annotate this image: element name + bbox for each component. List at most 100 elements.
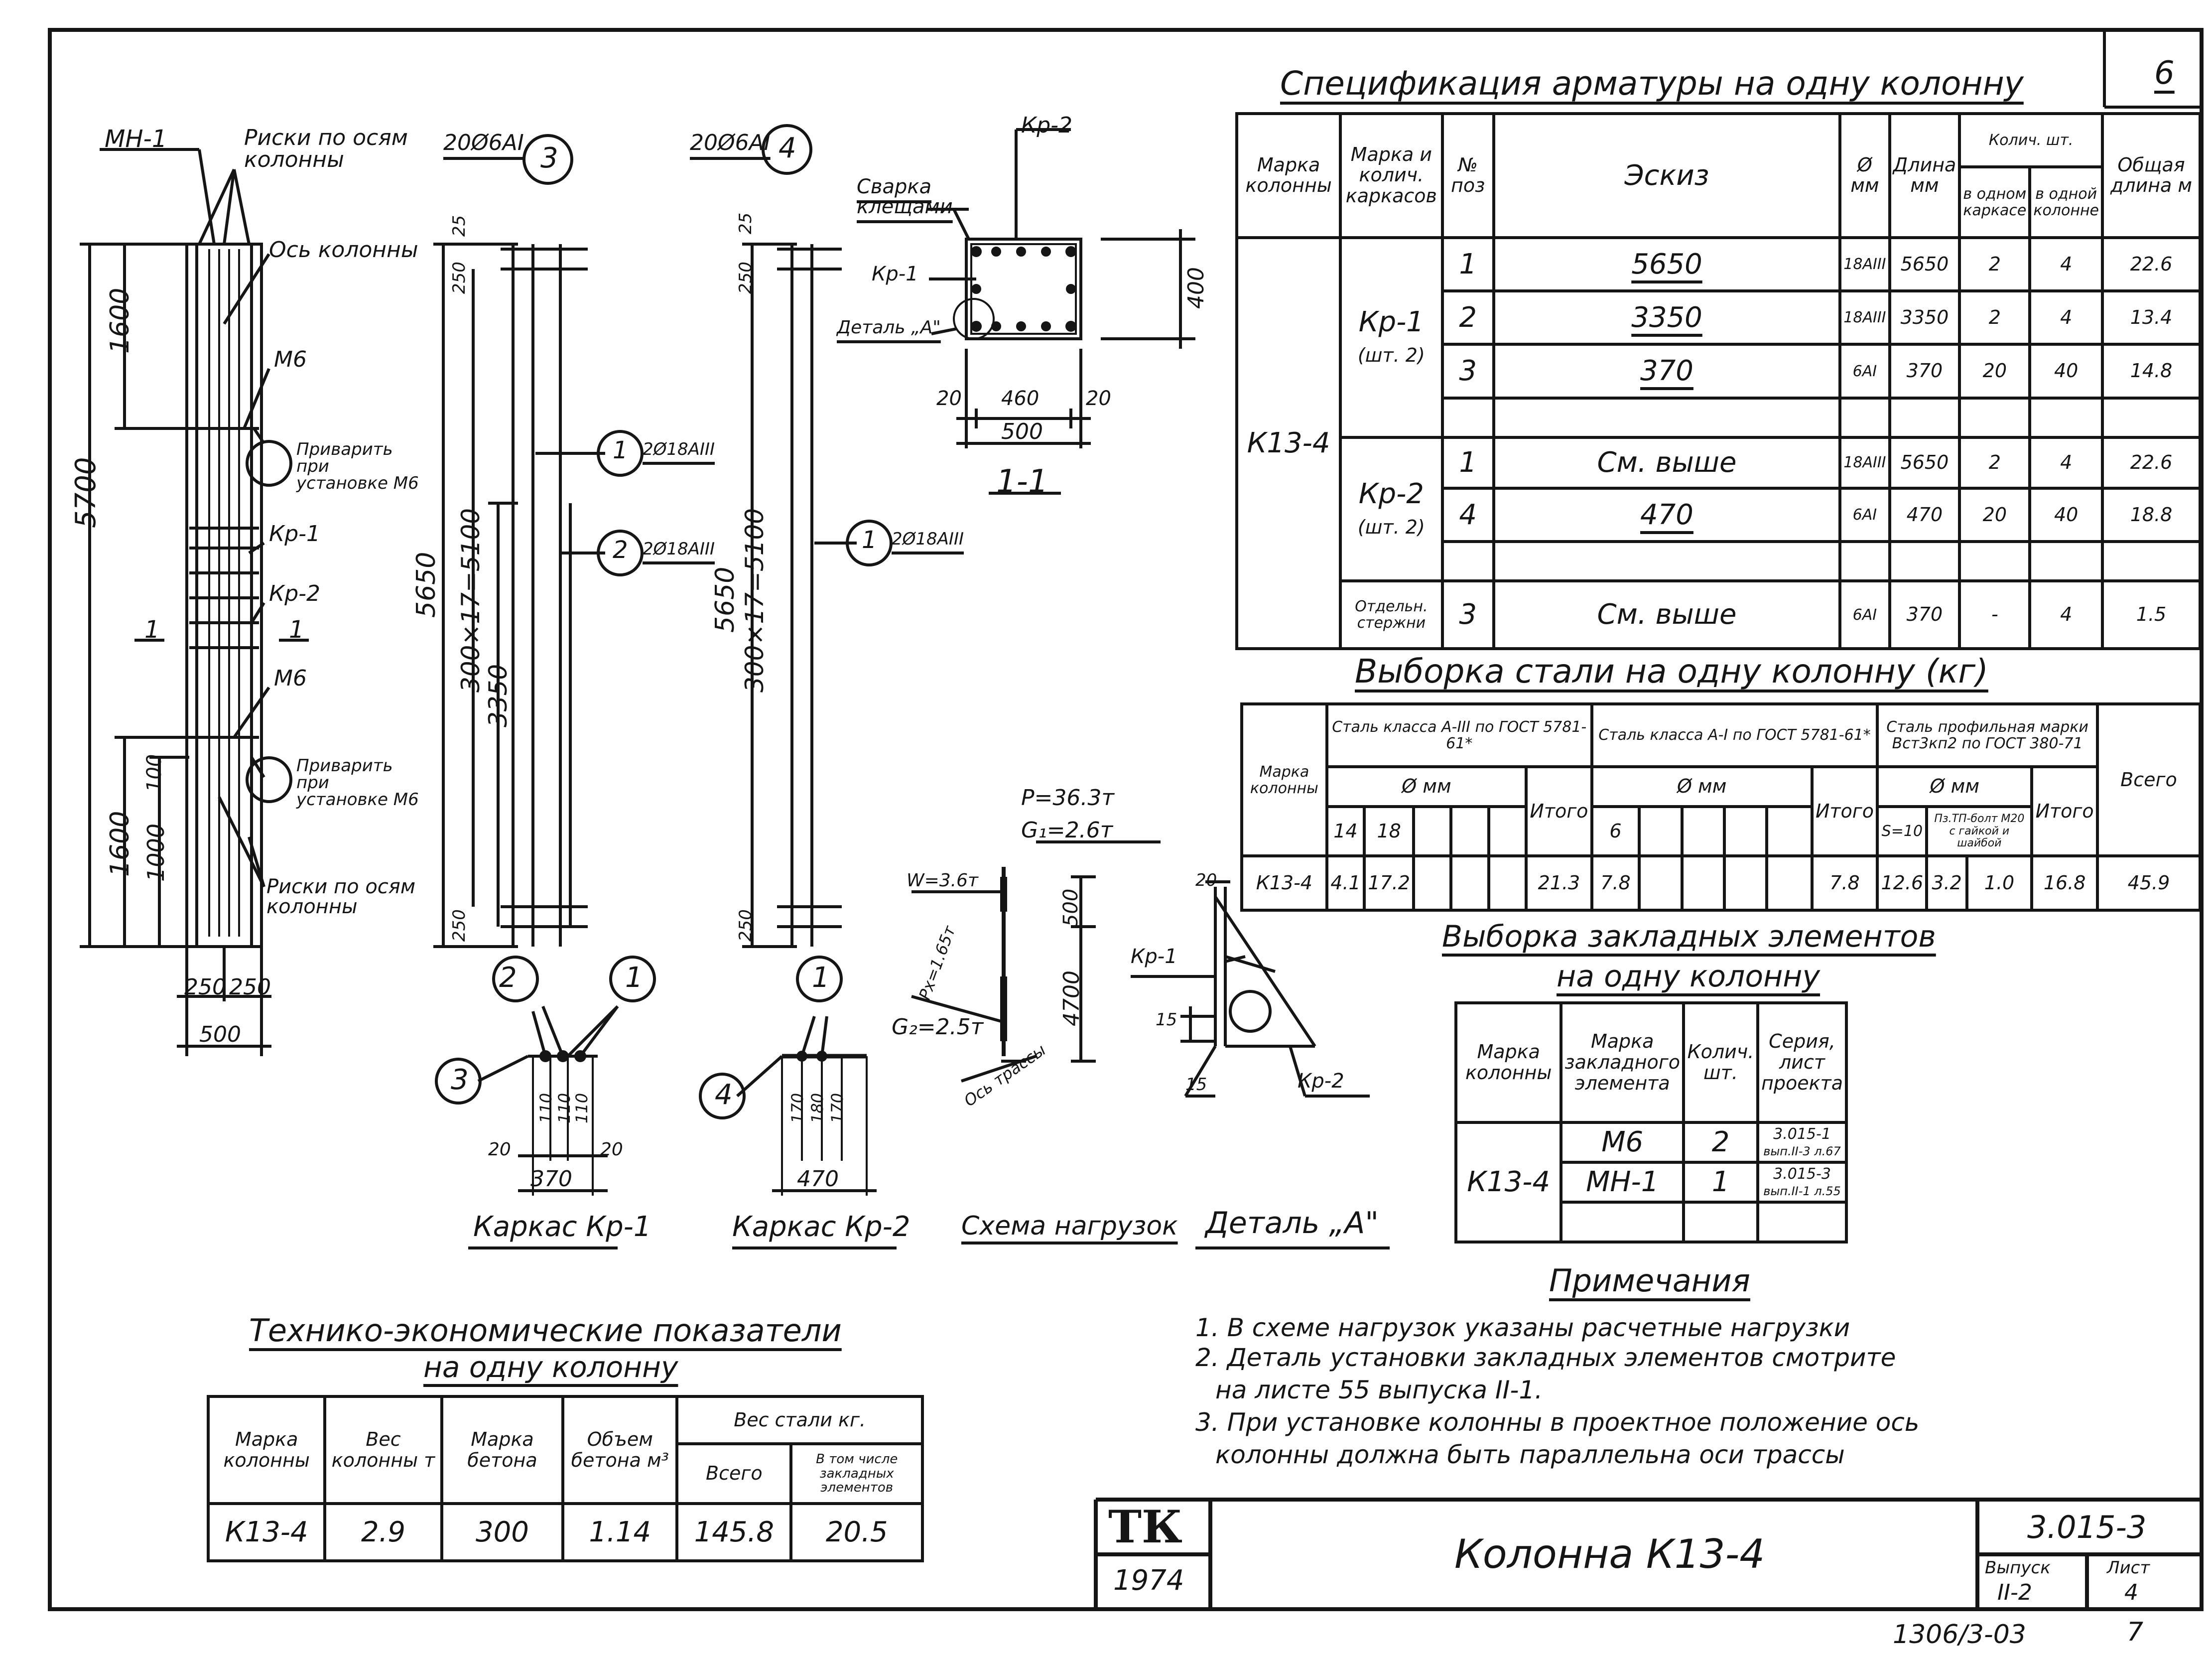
load-g1: G₁=2.6т: [1021, 818, 1113, 843]
circle-3-cage1: 3: [451, 1064, 469, 1096]
dim-20-detail: 20: [1195, 870, 1217, 890]
embedded-elem: МН-1: [1560, 1161, 1685, 1204]
cut-mark-right: 1: [289, 616, 304, 644]
dim-250-kr1-top: 250: [449, 262, 469, 294]
sheet-frame: [48, 28, 2204, 1611]
steel-h-d6: 6: [1590, 805, 1641, 858]
steel-row-mark: К13-4: [1240, 854, 1328, 912]
spec-row-dia: 18АIII: [1838, 289, 1891, 346]
dim-470: 470: [797, 1166, 839, 1192]
steel-row-total-3: 16.8: [2030, 854, 2099, 912]
spec-empty: [2028, 540, 2104, 583]
steel-row-empty: [1449, 854, 1490, 912]
tech-h-volume: Объем бетона м³: [561, 1395, 679, 1505]
tech-row-concrete: 300: [440, 1502, 565, 1562]
note-1: 1. В схеме нагрузок указаны расчетные на…: [1195, 1313, 1850, 1342]
steel-h-empty: [1722, 805, 1769, 858]
steel-row-total-2: 7.8: [1810, 854, 1879, 912]
embedded-h-qty: Колич. шт.: [1682, 1001, 1760, 1124]
tech-row-weight: 2.9: [323, 1502, 443, 1562]
spec-row-total: 22.6: [2101, 436, 2202, 490]
title-block-series: 3.015-3: [2027, 1509, 2147, 1545]
spec-row-c2: 40: [2028, 343, 2104, 400]
embedded-title-2: на одну колонну: [1557, 959, 1821, 994]
steel-h-total-1: Итого: [1525, 765, 1593, 858]
caption-cage-kr1: Каркас Кр-1: [473, 1211, 651, 1243]
dim-4700: 4700: [1059, 970, 1084, 1026]
dim-1000: 1000: [142, 823, 169, 882]
cage-kr2-elevation: [742, 243, 857, 948]
dim-25-kr2-top: 25: [736, 212, 756, 234]
tech-h-mark: Марка колонны: [206, 1395, 327, 1505]
spec-row-dia: 6АI: [1838, 343, 1891, 400]
spec-empty: [1838, 396, 1891, 439]
steel-row-empty: [1680, 854, 1726, 912]
title-block-logo: ТК: [1108, 1501, 1182, 1553]
embedded-qty: 1: [1682, 1161, 1760, 1204]
circle-2-kr1: 2: [613, 536, 628, 564]
embedded-series-sheet: вып.II-1 л.55: [1763, 1184, 1841, 1198]
embedded-qty: 2: [1682, 1121, 1760, 1164]
title-block-name: Колонна К13-4: [1454, 1531, 1765, 1577]
note-2: 2. Деталь установки закладных элементов …: [1195, 1343, 1896, 1372]
spec-row-sketch-text: 5650: [1631, 248, 1702, 280]
circle-1-cage1: 1: [625, 962, 643, 994]
tech-row-mark: К13-4: [206, 1502, 327, 1562]
spec-row-c1: -: [1958, 579, 2032, 650]
spec-row-len: 5650: [1888, 236, 1961, 293]
spec-row-pos: 3: [1440, 579, 1495, 650]
label-weld-clamp: Сварка клещами: [857, 175, 953, 218]
tech-table: Марка колонны Вес колонны т Марка бетона…: [206, 1395, 924, 1562]
spec-h-len: Длина мм: [1888, 112, 1961, 239]
circle-4-top: 4: [779, 132, 796, 164]
embedded-h-mark: Марка колонны: [1454, 1001, 1563, 1124]
spec-row-dia: 18АIII: [1838, 236, 1891, 293]
spec-row-total: 22.6: [2101, 236, 2202, 293]
label-kr2-detail: Кр-2: [1298, 1070, 1344, 1093]
dim-1600-top: 1600: [105, 287, 135, 354]
spec-row-pos: 3: [1440, 343, 1495, 400]
label-weld-bottom: Приварить при установке М6: [296, 756, 419, 810]
label-risks-bottom: Риски по осям колонны: [266, 875, 416, 918]
steel-h-empty: [1765, 805, 1814, 858]
spec-row-c1: 20: [1958, 343, 2032, 400]
spec-empty: [1440, 540, 1495, 583]
dim-250-kr1-bottom: 250: [449, 909, 469, 942]
caption-cage-kr2: Каркас Кр-2: [732, 1211, 911, 1243]
embedded-mark: К13-4: [1454, 1121, 1563, 1244]
bottom-code: 1306/3-03: [1893, 1620, 2026, 1650]
bottom-number: 7: [2127, 1617, 2144, 1647]
dim-250-right: 250: [229, 974, 271, 1000]
cage-kr1-elevation: [433, 243, 605, 948]
steel-row-empty: [1412, 854, 1453, 912]
title-block-sheet: 4: [2124, 1580, 2138, 1605]
label-rebar-4: 20Ø6АI: [690, 130, 771, 155]
caption-load-scheme: Схема нагрузок: [961, 1211, 1178, 1241]
steel-row-total-1: 21.3: [1525, 854, 1593, 912]
embedded-empty: [1560, 1201, 1685, 1244]
steel-h-bolt: Пз.ТП-болт М20 с гайкой и шайбой: [1925, 805, 2034, 858]
spec-row-len: 370: [1888, 579, 1961, 650]
dim-110-b: 110: [555, 1093, 574, 1123]
dim-20-right: 20: [1086, 387, 1111, 410]
spec-row-sketch: 3350: [1492, 289, 1842, 346]
steel-h-phi-3: Ø мм: [1876, 765, 2034, 809]
steel-h-s10: S=10: [1876, 805, 1929, 858]
dim-1600-bottom: 1600: [105, 811, 135, 877]
embedded-series-sheet: вып.II-3 л.67: [1763, 1144, 1841, 1158]
spec-row-c2: 4: [2028, 579, 2104, 650]
dim-500-section: 500: [1001, 419, 1043, 444]
spec-row-c1: 2: [1958, 289, 2032, 346]
steel-h-empty: [1412, 805, 1453, 858]
title-block-issue: II-2: [1997, 1580, 2032, 1605]
dim-20-left: 20: [936, 387, 962, 410]
label-kr2-section: Кр-2: [1021, 113, 1073, 138]
dim-100: 100: [143, 754, 166, 792]
tech-title-1: Технико-экономические показатели: [249, 1312, 842, 1349]
spec-row-len: 5650: [1888, 436, 1961, 490]
dim-500-load: 500: [1059, 888, 1082, 927]
tech-h-concrete: Марка бетона: [440, 1395, 565, 1505]
embedded-h-elem: Марка закладного элемента: [1560, 1001, 1685, 1124]
spec-row-sketch: 5650: [1492, 236, 1842, 293]
